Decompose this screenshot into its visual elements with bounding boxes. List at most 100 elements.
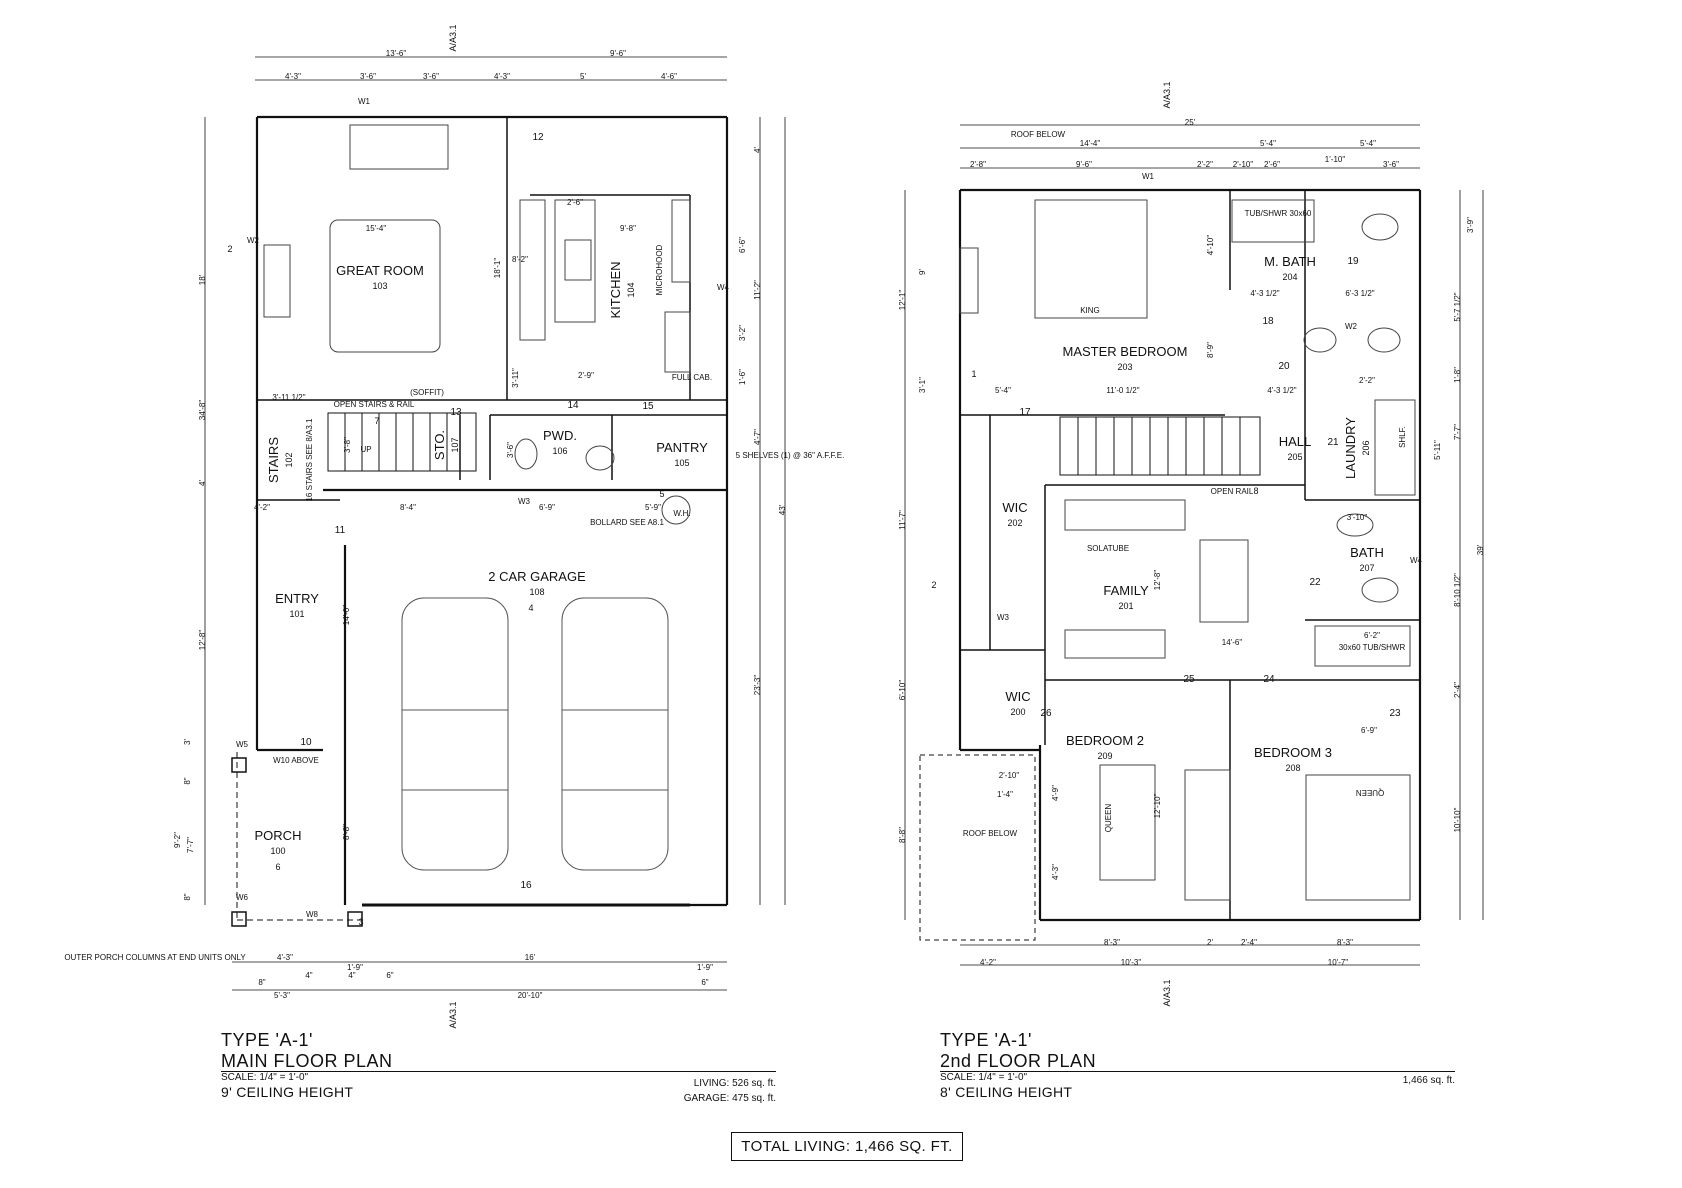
door-tag: 20 <box>1278 361 1290 372</box>
dimension-label: 14'-6" <box>1222 638 1243 647</box>
room-name: WIC <box>1005 689 1030 704</box>
dimension-label: 5' <box>580 72 586 81</box>
room-number: 102 <box>284 452 294 467</box>
main-floor-living-area: LIVING: 526 sq. ft. <box>693 1078 776 1089</box>
dimension-label: 4'-2" <box>980 958 996 967</box>
dimension-label: 4" <box>348 971 355 980</box>
dimension-label: 3'-6" <box>423 72 439 81</box>
dimension-label: 8'-3" <box>1104 938 1120 947</box>
window-tag: W1 <box>1142 172 1155 181</box>
door-tag: 17 <box>1019 407 1031 418</box>
dimension-label: 5'-4" <box>1360 139 1376 148</box>
dimension-label: 43' <box>778 504 787 515</box>
total-living-box: TOTAL LIVING: 1,466 SQ. FT. <box>731 1132 963 1161</box>
dimension-label: 8" <box>183 777 192 784</box>
dimension-label: 11'-2" <box>753 280 762 300</box>
kitchen-cabinets <box>519 199 691 373</box>
dimension-label: 3'-11 1/2" <box>272 393 305 402</box>
plan-note: OPEN RAIL <box>1211 487 1254 496</box>
door-tag: 22 <box>1309 577 1321 588</box>
window-tag: W4 <box>717 283 730 292</box>
dimension-label: 1'-8" <box>1453 367 1462 383</box>
dimension-label: 8'-8" <box>342 824 351 840</box>
detail-tag: 5 <box>659 489 664 499</box>
dimension-label: 2'-2" <box>1197 160 1213 169</box>
section-mark: A/A3.1 <box>1162 81 1172 108</box>
dimension-label: 6'-9" <box>539 503 555 512</box>
dimension-label: 12'-8" <box>1153 570 1162 591</box>
dimension-label: 1'-6" <box>738 369 747 385</box>
powder-fixtures <box>514 438 691 525</box>
room-name: FAMILY <box>1103 583 1149 598</box>
detail-tag: 7 <box>374 416 379 426</box>
detail-tag: 6 <box>275 862 280 872</box>
dimension-label: 4'-10" <box>1206 235 1215 256</box>
room-number: 204 <box>1282 272 1297 282</box>
dimension-label: 14'-4" <box>1080 139 1101 148</box>
main-floor-garage-area: GARAGE: 475 sq. ft. <box>683 1093 776 1104</box>
room-name: KITCHEN <box>608 261 623 318</box>
dimension-label: 1'-9" <box>697 963 713 972</box>
main-floor-ceiling: 9' CEILING HEIGHT <box>221 1083 354 1100</box>
dimension-label: 6'-2" <box>1364 631 1380 640</box>
room-name: 2 CAR GARAGE <box>488 569 586 584</box>
dimension-label: 7'-7" <box>1453 424 1462 440</box>
room-number: 105 <box>674 458 689 468</box>
dimension-label: 9'-8" <box>620 224 636 233</box>
dimension-label: 4'-2" <box>254 503 270 512</box>
dimension-label: 5'-4" <box>995 386 1011 395</box>
dimension-label: 8'-9" <box>1206 342 1215 358</box>
plan-note: OUTER PORCH COLUMNS AT END UNITS ONLY <box>64 953 246 962</box>
dimension-label: 4'-3" <box>494 72 510 81</box>
dimension-label: 1'-9" <box>347 963 363 972</box>
dimension-label: 3'-8" <box>343 437 352 453</box>
garage-cars <box>401 597 669 871</box>
room-number: 108 <box>529 587 544 597</box>
dimension-label: 4'-3 1/2" <box>1267 386 1296 395</box>
dimension-label: 8" <box>258 978 265 987</box>
room-number: 206 <box>1361 440 1371 455</box>
roof-below-area <box>919 754 1036 941</box>
second-floor-ceiling: 8' CEILING HEIGHT <box>940 1083 1073 1100</box>
room-number: 200 <box>1010 707 1025 717</box>
dimension-label: 2'-4" <box>1241 938 1257 947</box>
door-tag: 16 <box>520 880 532 891</box>
window-tag: W4 <box>1410 556 1423 565</box>
plan-note: QUEEN <box>1104 804 1113 833</box>
dimension-label: 4' <box>198 480 207 486</box>
dimension-label: 10'-7" <box>1328 958 1349 967</box>
window-tag: W3 <box>997 613 1010 622</box>
second-bath-fixtures <box>1231 199 1416 667</box>
dimension-label: 8'-4" <box>400 503 416 512</box>
dimension-label: 34'-8" <box>198 400 207 421</box>
room-number: 201 <box>1118 601 1133 611</box>
dimension-label: 2'-10" <box>1233 160 1254 169</box>
dimension-label: 2'-10" <box>999 771 1020 780</box>
dimension-label: 3'-1" <box>918 377 927 393</box>
window-tag: W5 <box>236 740 249 749</box>
dimension-label: 6'-3 1/2" <box>1345 289 1374 298</box>
room-name: WIC <box>1002 500 1027 515</box>
plan-note: SOLATUBE <box>1087 544 1129 553</box>
second-floor-title-block: TYPE 'A-1' 2nd FLOOR PLAN SCALE: 1/4" = … <box>940 1030 1455 1105</box>
room-number: 203 <box>1117 362 1132 372</box>
dimension-label: 4'-7" <box>753 429 762 445</box>
room-number: 207 <box>1359 563 1374 573</box>
plan-note: ROOF BELOW <box>1011 130 1066 139</box>
plan-note: QUEEN <box>1356 788 1385 797</box>
section-mark: A/A3.1 <box>1162 979 1172 1006</box>
room-number: 103 <box>372 281 387 291</box>
door-tag: 19 <box>1347 256 1359 267</box>
window-tag: W3 <box>518 497 531 506</box>
window-tag: W1 <box>358 97 371 106</box>
dimension-label: 25' <box>1185 118 1196 127</box>
dimension-label: 8'-8" <box>898 827 907 843</box>
plan-note: 16 STAIRS SEE 8/A3.1 <box>305 418 314 502</box>
dimension-label: 2'-4" <box>1453 682 1462 698</box>
dimension-label: 39' <box>1476 544 1485 555</box>
porch-outline <box>236 752 362 921</box>
dimension-label: 4" <box>305 971 312 980</box>
room-name: STAIRS <box>266 437 281 483</box>
dimension-label: 20'-10" <box>518 991 543 1000</box>
second-floor-subtitle: 2nd FLOOR PLAN <box>940 1051 1455 1073</box>
